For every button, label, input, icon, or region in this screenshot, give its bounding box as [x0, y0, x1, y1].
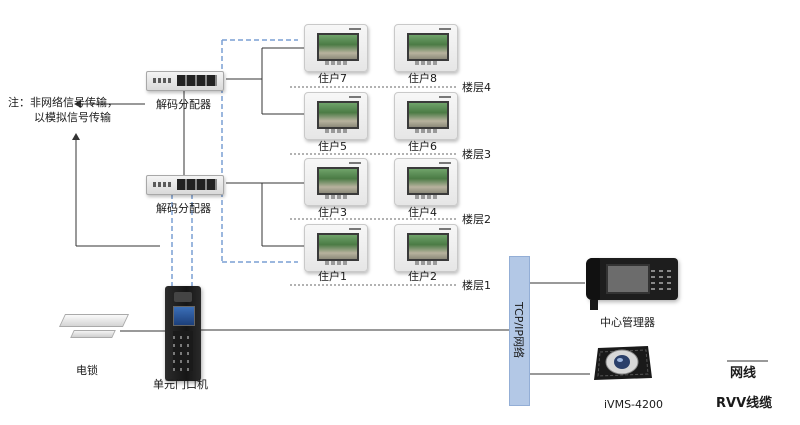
resident-label-2: 住户2 — [408, 270, 437, 283]
indoor-monitor-7 — [304, 24, 368, 72]
electric-lock-label: 电锁 — [76, 364, 98, 377]
ivms-label: iVMS-4200 — [604, 398, 664, 411]
resident-label-3: 住户3 — [318, 206, 347, 219]
indoor-monitor-3 — [304, 158, 368, 206]
note-line-2: 以模拟信号传输 — [34, 111, 111, 124]
resident-label-5: 住户5 — [318, 140, 347, 153]
management-center-label: 中心管理器 — [600, 316, 655, 329]
management-center-device — [586, 258, 678, 310]
floor-label-3: 楼层3 — [462, 148, 491, 161]
note-line-1: 注：非网络信号传输， — [8, 96, 118, 109]
rvv-cable-solid — [75, 47, 590, 375]
electric-lock — [52, 312, 132, 342]
resident-label-7: 住户7 — [318, 72, 347, 85]
distributor-upper-label: 解码分配器 — [156, 98, 211, 111]
resident-label-8: 住户8 — [408, 72, 437, 85]
arrow-up-head — [72, 133, 80, 140]
unit-door-station — [165, 286, 201, 381]
floor-dividers — [290, 86, 458, 286]
indoor-monitor-1 — [304, 224, 368, 272]
indoor-monitor-2 — [394, 224, 458, 272]
floor-label-4: 楼层4 — [462, 81, 491, 94]
tcp-ip-network-bar — [509, 256, 530, 406]
resident-label-4: 住户4 — [408, 206, 437, 219]
door-station-label: 单元门口机 — [153, 378, 208, 391]
legend-rvv-cable-label: RVV线缆 — [716, 396, 773, 411]
legend-network-line-label: 网线 — [730, 366, 757, 381]
arrow-left-head — [74, 100, 81, 108]
floor-label-2: 楼层2 — [462, 213, 491, 226]
indoor-monitor-5 — [304, 92, 368, 140]
ivms-software-icon — [592, 340, 654, 380]
indoor-monitor-4 — [394, 158, 458, 206]
indoor-monitor-8 — [394, 24, 458, 72]
decoder-distributor-upper — [146, 71, 224, 91]
resident-label-1: 住户1 — [318, 270, 347, 283]
transmission-note: 注：非网络信号传输， 以模拟信号传输 — [8, 95, 118, 125]
tcp-ip-network-label: TCP/IP网络 — [512, 302, 525, 358]
decoder-distributor-lower — [146, 175, 224, 195]
indoor-monitor-6 — [394, 92, 458, 140]
distributor-lower-label: 解码分配器 — [156, 202, 211, 215]
floor-label-1: 楼层1 — [462, 279, 491, 292]
resident-label-6: 住户6 — [408, 140, 437, 153]
